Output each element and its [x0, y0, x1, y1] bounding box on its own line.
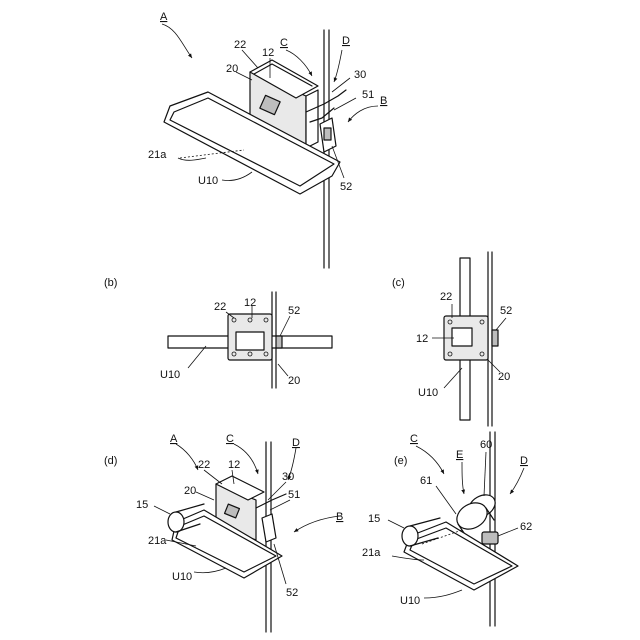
label-51: 51 — [362, 89, 374, 101]
label-12: 12 — [416, 333, 428, 345]
figure-d: (d) A C D 22 12 20 15 — [104, 433, 343, 632]
label-15: 15 — [136, 499, 148, 511]
label-b: B — [380, 95, 387, 107]
label-a: A — [160, 11, 168, 23]
label-12: 12 — [244, 297, 256, 309]
label-d: D — [520, 455, 528, 467]
label-21a: 21a — [148, 535, 167, 547]
label-20: 20 — [498, 371, 510, 383]
label-u10: U10 — [400, 595, 420, 607]
roll-15 — [168, 512, 184, 532]
caption-e: (e) — [394, 455, 407, 467]
label-22: 22 — [214, 301, 226, 313]
label-a: A — [170, 433, 178, 445]
label-60: 60 — [480, 439, 492, 451]
label-d: D — [292, 437, 300, 449]
label-u10: U10 — [172, 571, 192, 583]
label-20: 20 — [184, 485, 196, 497]
caption-b: (b) — [104, 277, 117, 289]
label-c: C — [280, 37, 288, 49]
label-62: 62 — [520, 521, 532, 533]
figure-b: (b) 22 12 52 U10 20 — [104, 277, 332, 388]
mount-part-12 — [236, 332, 264, 350]
label-15: 15 — [368, 513, 380, 525]
bracket-side — [306, 90, 318, 148]
label-52: 52 — [340, 181, 352, 193]
label-20: 20 — [226, 63, 238, 75]
part-62 — [482, 532, 498, 544]
roll-15 — [402, 526, 418, 546]
label-u10: U10 — [418, 387, 438, 399]
label-12: 12 — [228, 459, 240, 471]
label-61: 61 — [420, 475, 432, 487]
label-20: 20 — [288, 375, 300, 387]
label-22: 22 — [440, 291, 452, 303]
clip-52 — [492, 330, 498, 346]
caption-d: (d) — [104, 455, 117, 467]
label-b: B — [336, 511, 343, 523]
label-30: 30 — [282, 471, 294, 483]
label-52: 52 — [288, 305, 300, 317]
figure-c: (c) 22 52 12 U10 20 — [392, 252, 512, 426]
clip-52-window — [324, 128, 331, 140]
caption-c: (c) — [392, 277, 405, 289]
figure-a: A 22 12 C D 20 30 51 B 21a U10 52 — [148, 11, 387, 268]
label-c: C — [226, 433, 234, 445]
label-e: E — [456, 449, 463, 461]
label-d: D — [342, 35, 350, 47]
label-c: C — [410, 433, 418, 445]
clip-52 — [262, 514, 276, 542]
label-51: 51 — [288, 489, 300, 501]
label-21a: 21a — [362, 547, 381, 559]
label-21a: 21a — [148, 149, 167, 161]
label-12: 12 — [262, 47, 274, 59]
clip-52 — [276, 336, 282, 348]
label-52: 52 — [500, 305, 512, 317]
figure-e: (e) C E 60 D 61 15 62 21a U10 — [362, 432, 532, 626]
label-22: 22 — [234, 39, 246, 51]
mount-part-12 — [452, 328, 472, 346]
label-u10: U10 — [198, 175, 218, 187]
label-52: 52 — [286, 587, 298, 599]
label-u10: U10 — [160, 369, 180, 381]
label-22: 22 — [198, 459, 210, 471]
label-30: 30 — [354, 69, 366, 81]
